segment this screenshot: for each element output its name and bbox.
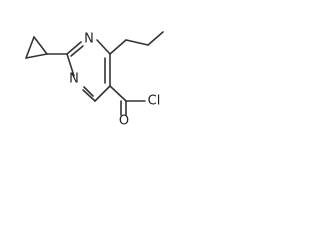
propyl-chain [109, 31, 164, 55]
bond [25, 53, 48, 59]
atom-cl: Cl [148, 94, 161, 109]
chemical-structure: N N O Cl [25, 31, 164, 129]
acyl-chloride-group [109, 85, 146, 116]
bond [125, 39, 149, 46]
pyrimidine-ring [66, 39, 111, 102]
atom-n-top: N [84, 32, 94, 47]
bond [147, 31, 164, 46]
bond [109, 39, 127, 55]
bond [33, 36, 48, 55]
atom-label: Cl [148, 94, 161, 109]
bond [94, 85, 111, 102]
atom-o-carbonyl: O [119, 114, 129, 129]
bond [83, 86, 94, 97]
atom-n-bottom: N [69, 72, 79, 87]
bond [66, 53, 75, 77]
atom-label: O [119, 114, 129, 129]
bond [82, 89, 96, 102]
cyclopropyl-group [25, 36, 48, 59]
bond [70, 45, 84, 57]
bond [109, 85, 127, 102]
bond [25, 36, 35, 59]
atom-label: N [69, 72, 79, 87]
bond [66, 41, 82, 55]
atom-label: N [84, 32, 94, 47]
bond [96, 39, 111, 55]
